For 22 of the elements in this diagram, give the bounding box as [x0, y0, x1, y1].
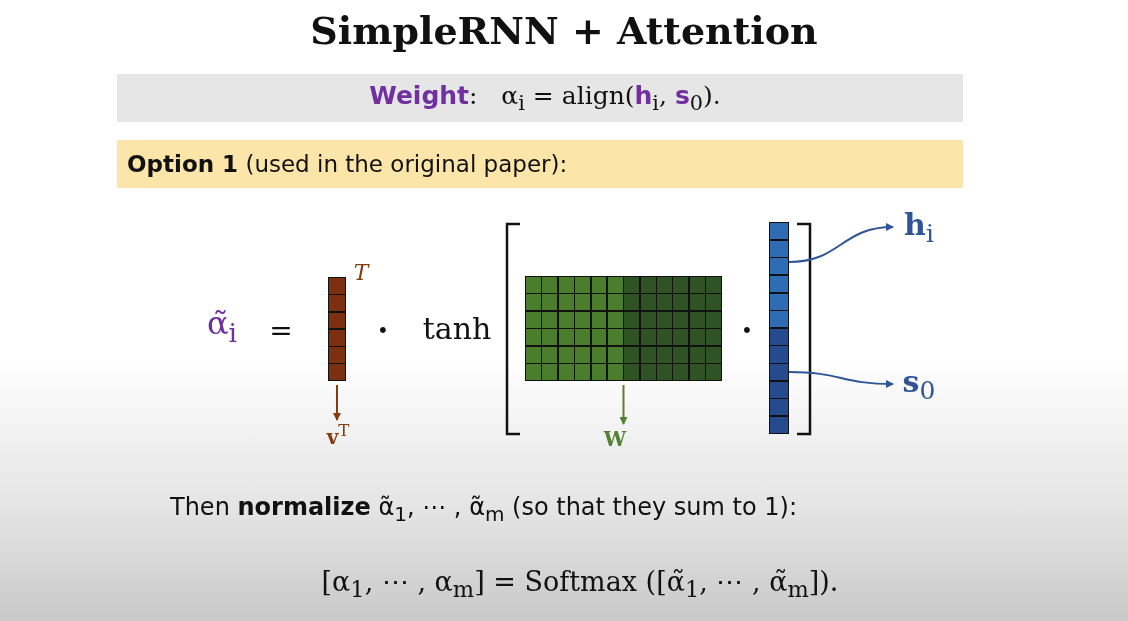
vector-bar — [328, 277, 346, 381]
softmax-formula: [α$_{1}$, ⋯ , α$_{m}$] = Softmax ([α̃$_{1}$, ⋯ , α̃$_{m}$]). — [321, 565, 839, 603]
weight-formula: Weight: α$_{i}$ = align(h$_{i}$, s$_{0}$). — [369, 81, 721, 115]
math-symbol: tanh — [422, 310, 492, 346]
arrow — [788, 371, 894, 388]
weight-matrix — [525, 276, 722, 381]
math-symbol: • — [377, 319, 389, 343]
vector-label: h$_{i}$ — [904, 206, 934, 248]
arrow — [788, 223, 894, 263]
option-heading: Option 1 (used in the original paper): — [127, 151, 568, 177]
normalize-sentence: Then normalize α̃$_{1}$, ⋯ , α̃$_{m}$ (so that they sum to 1): — [170, 493, 797, 526]
arrow — [619, 384, 628, 425]
arrow — [333, 384, 341, 421]
vector-bar — [769, 222, 789, 434]
vector-label: v$^{T}$ — [326, 421, 350, 449]
math-symbol: α̃$_{i}$ — [206, 304, 238, 348]
vector-label: W — [603, 427, 627, 451]
math-symbol: • — [741, 319, 753, 343]
math-symbol: T — [353, 259, 369, 285]
math-symbol: = — [269, 313, 293, 347]
vector-label: s$_{0}$ — [902, 363, 936, 405]
slide-title: SimpleRNN + Attention — [309, 8, 819, 53]
